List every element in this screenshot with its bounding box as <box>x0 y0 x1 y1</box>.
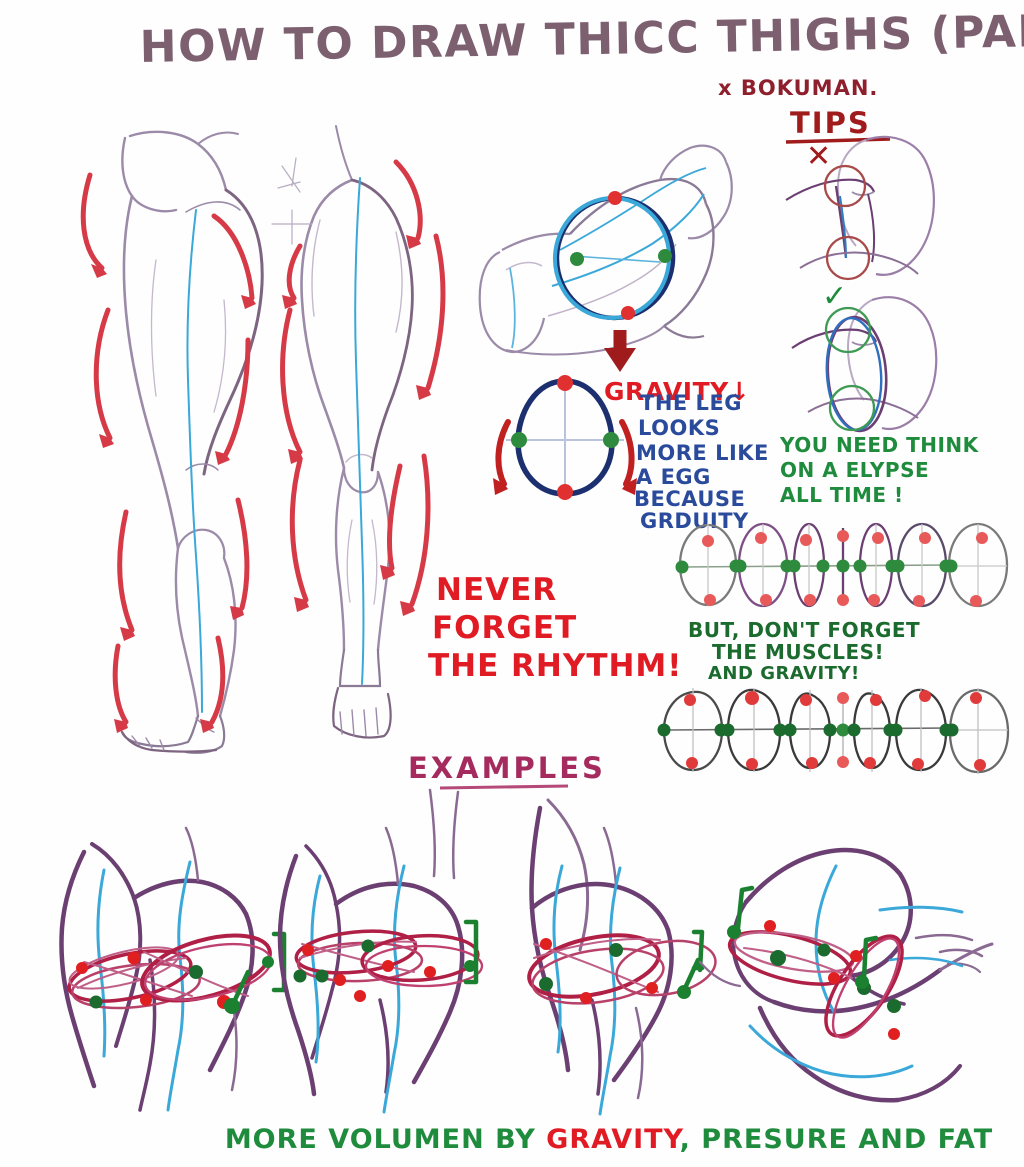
cross-icon: ✕ <box>806 139 831 174</box>
example-figure-4-bracket-dot-2 <box>855 975 869 989</box>
example-figure-4-bracket-dot-1 <box>727 925 741 939</box>
tips-bad-example: ✕ <box>785 135 935 281</box>
leg-side-view <box>120 130 264 754</box>
rhythm-arrows-front <box>280 159 446 607</box>
muscles-note-line-3: AND GRAVITY! <box>708 663 860 684</box>
ellipse-strip-top-item <box>891 522 953 608</box>
example-figure-1 <box>59 826 272 1112</box>
footer-part-1: MORE VOLUMEN BY <box>225 1124 546 1155</box>
rhythm-note: NEVER FORGET THE RHYTHM! <box>428 572 682 684</box>
thigh-ellipse-diagram <box>478 144 733 356</box>
muscles-note-line-1: BUT, DON'T FORGET <box>688 618 920 642</box>
example-figure-2-bracket <box>463 919 479 985</box>
example-figure-4 <box>698 847 994 1103</box>
tips-advice-line-1: YOU NEED THINK <box>779 433 980 457</box>
ellipse-strip-bottom-item <box>721 688 787 772</box>
example-figure-3 <box>527 798 717 1116</box>
egg-gravity-arrowheads <box>493 478 637 495</box>
tips-good-example: ✓ <box>791 279 938 433</box>
ellipse-strip-bottom-item <box>889 688 953 772</box>
tips-heading-underline <box>785 137 891 144</box>
ellipse-strip-bottom-item <box>836 692 850 768</box>
ellipse-strip-bottom-item <box>657 688 728 772</box>
ellipse-strip-top-item <box>944 522 1009 608</box>
rhythm-arrows-side <box>80 172 255 725</box>
tips-heading: TIPS <box>790 106 871 140</box>
example-figure-1-measure <box>231 969 251 1005</box>
ellipse-strip-top-item <box>675 523 743 607</box>
ellipse-strip-bottom-item <box>783 690 837 772</box>
footer-part-2: , PRESURE AND FAT <box>680 1124 994 1155</box>
egg-explanation-line-4: A EGG <box>636 465 711 489</box>
artist-signature: x BOKUMAN. <box>718 76 878 100</box>
ellipse-strip-bottom-item <box>847 690 897 772</box>
egg-explanation: THE LEG LOOKS MORE LIKE A EGG BECAUSE GR… <box>634 391 769 533</box>
example-figure-3-dots <box>539 938 658 1004</box>
ellipse-strip-top-item <box>787 522 830 608</box>
ellipse-strip-top-item <box>733 522 794 608</box>
example-figure-2-dots <box>293 939 436 1002</box>
example-figure-3-measure-dot <box>677 985 691 999</box>
egg-explanation-line-3: MORE LIKE <box>636 441 769 465</box>
example-figure-2 <box>277 788 484 1114</box>
gravity-label: GRAVITY↓ <box>604 377 750 406</box>
example-figure-1-bracket-dot <box>262 956 274 968</box>
example-figure-1-dots <box>76 951 231 1009</box>
ellipse-strip-bottom-item <box>945 688 1010 774</box>
rhythm-arrowheads-front <box>282 235 431 616</box>
rhythm-note-line-2: FORGET <box>432 610 577 646</box>
example-figure-4-brackets <box>735 885 879 981</box>
example-figure-2-bracket-dot <box>464 960 476 972</box>
egg-explanation-line-2: LOOKS <box>638 416 720 440</box>
footer-caption: MORE VOLUMEN BY GRAVITY, PRESURE AND FAT <box>152 1124 1024 1155</box>
egg-explanation-line-1: THE LEG <box>640 391 742 415</box>
muscles-note-line-2: THE MUSCLES! <box>712 640 884 664</box>
footer-highlight: GRAVITY <box>546 1124 683 1155</box>
leg-front-view <box>271 125 414 739</box>
tips-advice-line-3: ALL TIME ! <box>780 483 904 507</box>
thigh-ellipse-dots <box>570 191 672 320</box>
example-figure-1-measure-dot <box>224 998 240 1014</box>
rhythm-arrowheads-side <box>91 264 256 733</box>
muscles-note: BUT, DON'T FORGET THE MUSCLES! AND GRAVI… <box>688 618 920 684</box>
ellipse-strip-top-item <box>836 528 850 606</box>
rhythm-note-line-3: THE RHYTHM! <box>428 648 682 684</box>
tips-advice-note: YOU NEED THINK ON A ELYPSE ALL TIME ! <box>779 433 980 507</box>
example-figure-3-measure <box>683 929 705 989</box>
gravity-arrow <box>604 330 636 372</box>
tips-advice-line-2: ON A ELYPSE <box>780 458 929 482</box>
examples-heading-underline <box>439 784 569 790</box>
egg-explanation-line-5: BECAUSE <box>634 487 745 511</box>
egg-dots <box>511 375 619 500</box>
ellipse-strip-bottom <box>657 688 1010 774</box>
page-title: HOW TO DRAW THICC THIGHS (PART1) <box>139 5 1024 73</box>
examples-heading: EXAMPLES <box>408 751 606 785</box>
example-figure-4-dots <box>764 920 901 1040</box>
ellipse-strip-top <box>675 522 1009 608</box>
egg-gravity-arrows <box>495 419 635 487</box>
rhythm-note-line-1: NEVER <box>436 572 557 608</box>
